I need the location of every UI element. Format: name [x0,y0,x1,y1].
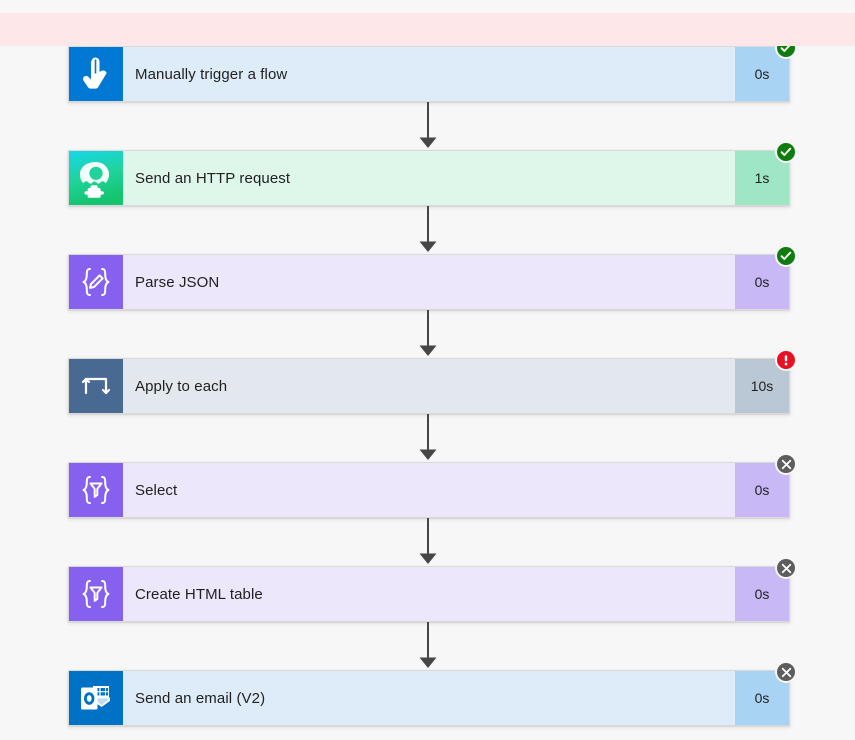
flow-node-wrapper: Send an email (V2)0s [0,661,855,726]
flow-connector-arrow [0,622,855,670]
parse-json-icon [69,255,123,309]
status-badge-skipped-icon [775,453,797,475]
status-badge-skipped-icon [775,557,797,579]
flow-node-card[interactable]: Apply to each 10s [68,358,790,414]
status-badge-failed-icon [775,349,797,371]
status-badge-skipped-icon [775,661,797,683]
flow-node-title: Create HTML table [135,585,263,603]
flow-node-card[interactable]: Send an email (V2)0s [68,670,790,726]
status-badge-succeeded-icon [775,245,797,267]
outlook-icon [69,671,123,725]
flow-node-title: Send an HTTP request [135,169,291,187]
custom-connector-icon [69,151,123,205]
select-filter-icon [69,567,123,621]
flow-connector-arrow [0,518,855,566]
flow-connector-arrow [0,310,855,358]
status-badge-succeeded-icon [775,141,797,163]
flow-node-title: Apply to each [135,377,228,395]
flow-node-wrapper: Apply to each 10s [0,349,855,414]
flow-connector-arrow [0,414,855,462]
flow-node-title: Parse JSON [135,273,220,291]
flow-node-title: Send an email (V2) [135,689,266,707]
manual-trigger-icon [69,47,123,101]
flow-connector-arrow [0,206,855,254]
select-filter-icon [69,463,123,517]
status-badge-succeeded-icon [775,37,797,59]
flow-node-title: Manually trigger a flow [135,65,288,83]
flow-connector-arrow [0,102,855,150]
error-banner [0,13,855,46]
flow-node-duration: 10s [735,359,789,413]
loop-icon [69,359,123,413]
flow-node-title: Select [135,481,178,499]
